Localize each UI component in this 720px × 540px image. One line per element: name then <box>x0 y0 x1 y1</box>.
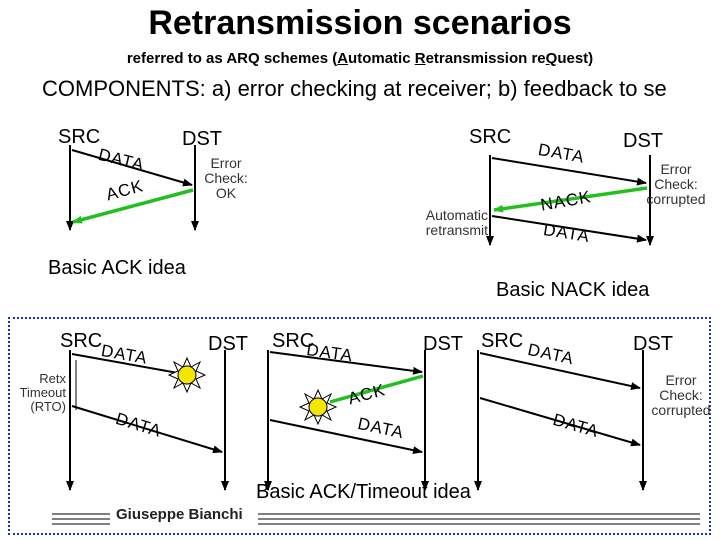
subtitle-part: uest) <box>557 50 594 67</box>
slide-title: Retransmission scenarios <box>148 4 572 42</box>
s2-ack-arrow <box>329 374 424 404</box>
s2-retx-arrow <box>269 419 423 455</box>
nack-retx-arrow <box>491 215 647 243</box>
s2-loss-burst-icon <box>298 388 338 426</box>
s2-src-label: SRC <box>272 330 315 352</box>
s3-src-label: SRC <box>481 330 524 352</box>
s1-src-label: SRC <box>60 330 103 352</box>
components-line: COMPONENTS: a) error checking at receive… <box>42 76 667 101</box>
slide-subtitle: referred to as ARQ schemes (Automatic Re… <box>0 50 720 67</box>
nack-error-check-note: Error Check: corrupted <box>640 162 712 207</box>
subtitle-letter-a: A <box>337 50 349 67</box>
subtitle-part: etransmission re <box>425 50 546 67</box>
s3-dst-label: DST <box>633 333 673 355</box>
note-line: OK <box>215 185 237 201</box>
note-line: Automatic <box>425 207 488 223</box>
subtitle-letter-q: Q <box>545 50 558 67</box>
nack-nack-arrow <box>493 186 648 213</box>
s1-dst-label: DST <box>208 333 248 355</box>
ack-ack-arrow <box>72 188 194 224</box>
nack-data-arrow <box>491 157 647 186</box>
subtitle-letter-r: R <box>414 50 426 67</box>
s3-retx-arrow <box>479 397 641 447</box>
s3-error-check-note: Error Check: corrupted <box>646 373 716 418</box>
s1-rto-note: Retx Timeout (RTO) <box>10 372 66 414</box>
nack-src-label: SRC <box>469 126 512 148</box>
note-line: Error <box>210 155 242 171</box>
note-line: corrupted <box>651 402 711 418</box>
ack-caption: Basic ACK idea <box>48 257 186 279</box>
note-line: Check: <box>204 170 248 186</box>
ack-error-check-note: Error Check: OK <box>196 156 256 201</box>
nack-auto-retransmit-note: Automatic retransmit <box>414 208 488 238</box>
nack-dst-label: DST <box>623 130 663 152</box>
nack-caption: Basic NACK idea <box>496 279 650 301</box>
s1-retx-arrow <box>71 405 223 454</box>
subtitle-part: utomatic <box>348 50 415 67</box>
s2-dst-label: DST <box>423 333 463 355</box>
note-line: Check: <box>659 387 703 403</box>
ack-src-label: SRC <box>58 126 101 148</box>
note-line: Retx <box>39 371 66 386</box>
note-line: Error <box>660 161 692 177</box>
ack-dst-label: DST <box>182 128 222 150</box>
note-line: (RTO) <box>30 399 66 414</box>
footer-author: Giuseppe Bianchi <box>116 506 243 523</box>
note-line: Check: <box>654 176 698 192</box>
note-line: Error <box>665 372 697 388</box>
note-line: Timeout <box>19 385 66 400</box>
s1-data-arrow <box>71 353 179 374</box>
subtitle-part: referred to as ARQ schemes ( <box>126 50 338 67</box>
timeout-caption: Basic ACK/Timeout idea <box>256 481 471 503</box>
note-line: corrupted <box>646 191 706 207</box>
timeout-scenarios-box <box>8 317 711 535</box>
s2-data-arrow <box>269 351 423 375</box>
note-line: retransmit <box>425 222 488 238</box>
ack-data-arrow <box>71 149 193 187</box>
s1-loss-burst-icon <box>167 356 207 394</box>
s3-data-arrow <box>479 352 641 390</box>
